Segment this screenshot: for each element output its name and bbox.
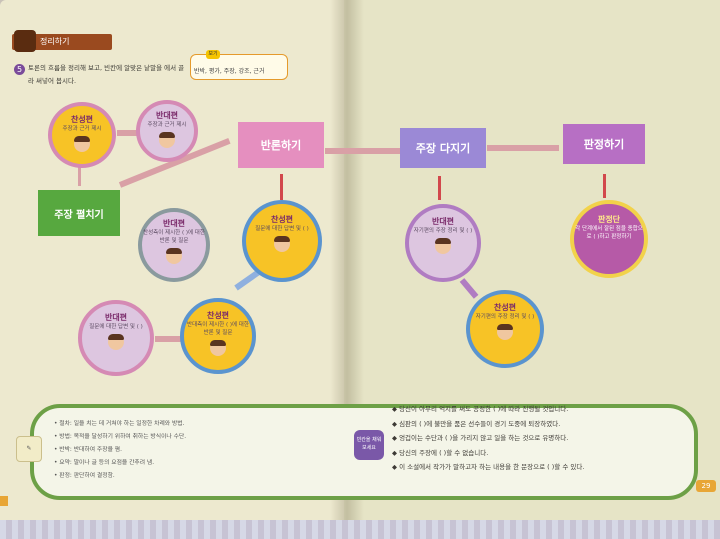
page-tab: [0, 496, 8, 506]
circle-text: 주장과 근거 제시: [62, 126, 102, 132]
arrow: [155, 336, 183, 342]
re-claim-box: 주장 다지기: [400, 128, 486, 168]
bogi-tag: 보기: [206, 50, 220, 59]
circle-text: 자기편의 주장 정리 및 ( ): [413, 228, 473, 234]
exercise-item: ◆ 이 소설에서 작가가 말하고자 하는 내용을 한 문장으로 ( )할 수 있…: [392, 463, 585, 471]
arrow: [117, 130, 137, 136]
circle-title: 반대편: [431, 217, 455, 226]
student-icon: [274, 236, 290, 252]
student-icon: [166, 248, 182, 264]
question-text: 토론의 흐름을 정리해 보고, 빈칸에 알맞은 낱말을 에서 골라 써넣어 봅시…: [28, 64, 185, 85]
con-circle: 반대편 질문에 대한 답변 및 ( ): [78, 300, 154, 376]
circle-title: 반대편: [155, 111, 179, 120]
circle-title: 반대편: [162, 219, 186, 228]
circle-title: 찬성편: [493, 303, 517, 312]
con-circle: 반대편 주장과 근거 제시: [136, 100, 198, 162]
circle-text: 찬성측이 제시한 ( )에 대한 반론 및 질문: [143, 230, 205, 244]
glossary-item: • 판정: 판단하여 결정함.: [54, 473, 115, 479]
exercise-badge: 빈칸을 채워 보세요: [354, 430, 384, 460]
section-title: 정리하기: [40, 37, 70, 46]
pro-circle: 찬성편 자기편의 주장 정리 및 ( ): [466, 290, 544, 368]
student-icon: [210, 340, 226, 356]
header-icon: [14, 30, 36, 52]
judge-box: 판정하기: [563, 124, 645, 164]
pro-circle: 찬성편 질문에 대한 답변 및 ( ): [242, 200, 322, 282]
circle-text: 각 단계에서 잘된 점을 종합으로 ( )하고 판정하기: [575, 226, 643, 240]
arrow: [325, 148, 400, 154]
pro-circle: 찬성편 주장과 근거 제시: [48, 102, 116, 168]
circle-text: 질문에 대한 답변 및 ( ): [89, 324, 143, 330]
glossary-item: • 절차: 일을 치는 데 거쳐야 하는 일정한 차례와 방법.: [54, 421, 185, 427]
glossary-item: • 반박: 반대하여 주장을 폄.: [54, 447, 122, 453]
judge-panel-circle: 판정단 각 단계에서 잘된 점을 종합으로 ( )하고 판정하기: [570, 200, 648, 278]
pro-circle: 찬성편 반대측이 제시한 ( )에 대한 반론 및 질문: [180, 298, 256, 374]
circle-text: 반대측이 제시한 ( )에 대한 반론 및 질문: [187, 322, 249, 336]
student-icon: [497, 324, 513, 340]
question-number: 5: [14, 64, 25, 75]
exercise-item: ◆ 엉겁이는 수단과 ( )을 가리지 않고 일을 하는 것으로 유명하다.: [392, 434, 569, 442]
page-number: 29: [696, 480, 716, 492]
student-icon: [159, 132, 175, 148]
circle-title: 찬성편: [270, 215, 294, 224]
arrow: [280, 174, 283, 200]
arrow: [603, 174, 606, 198]
circle-title: 판정단: [597, 215, 621, 224]
exercise-item: ◆ 심판의 ( )에 불만을 품은 선수들이 경기 도중에 퇴장하였다.: [392, 419, 561, 428]
exercise-list: ◆ 당신이 아무리 억지를 써도 공정한 ( )에 따라 진행될 것입니다. ◆…: [392, 402, 692, 475]
exercise-item: ◆ 당신이 아무리 억지를 써도 공정한 ( )에 따라 진행될 것입니다.: [392, 405, 569, 413]
dictionary-icon: ✎: [16, 436, 42, 462]
circle-text: 자기편의 주장 정리 및 ( ): [475, 314, 535, 320]
student-icon: [74, 136, 90, 152]
glossary-item: • 요약: 말이나 글 등의 요점을 간추려 냄.: [54, 460, 155, 466]
student-icon: [435, 238, 451, 254]
con-circle: 반대편 자기편의 주장 정리 및 ( ): [405, 204, 481, 282]
con-circle: 반대편 찬성측이 제시한 ( )에 대한 반론 및 질문: [138, 208, 210, 282]
rebuttal-box: 반론하기: [238, 122, 324, 168]
circle-title: 반대편: [104, 313, 128, 322]
circle-text: 질문에 대한 답변 및 ( ): [255, 226, 309, 232]
arrow: [78, 166, 81, 186]
circle-title: 찬성편: [206, 311, 230, 320]
arrow: [438, 176, 441, 200]
bogi-items: 반박, 평가, 주장, 강조, 근거: [194, 68, 265, 75]
circle-text: 주장과 근거 제시: [147, 122, 187, 128]
student-icon: [108, 334, 124, 350]
arrow: [487, 145, 559, 151]
background-cloth: [0, 520, 720, 539]
glossary-item: • 방법: 목적을 달성하기 위하여 취하는 방식이나 수단.: [54, 434, 187, 440]
claim-spread-box: 주장 펼치기: [38, 190, 120, 236]
circle-title: 찬성편: [70, 115, 94, 124]
bogi-box: [190, 54, 288, 80]
exercise-item: ◆ 당신의 주장에 ( )할 수 없습니다.: [392, 448, 489, 457]
glossary-list: • 절차: 일을 치는 데 거쳐야 하는 일정한 차례와 방법. • 방법: 목…: [54, 418, 309, 483]
header-bar: [12, 34, 112, 50]
